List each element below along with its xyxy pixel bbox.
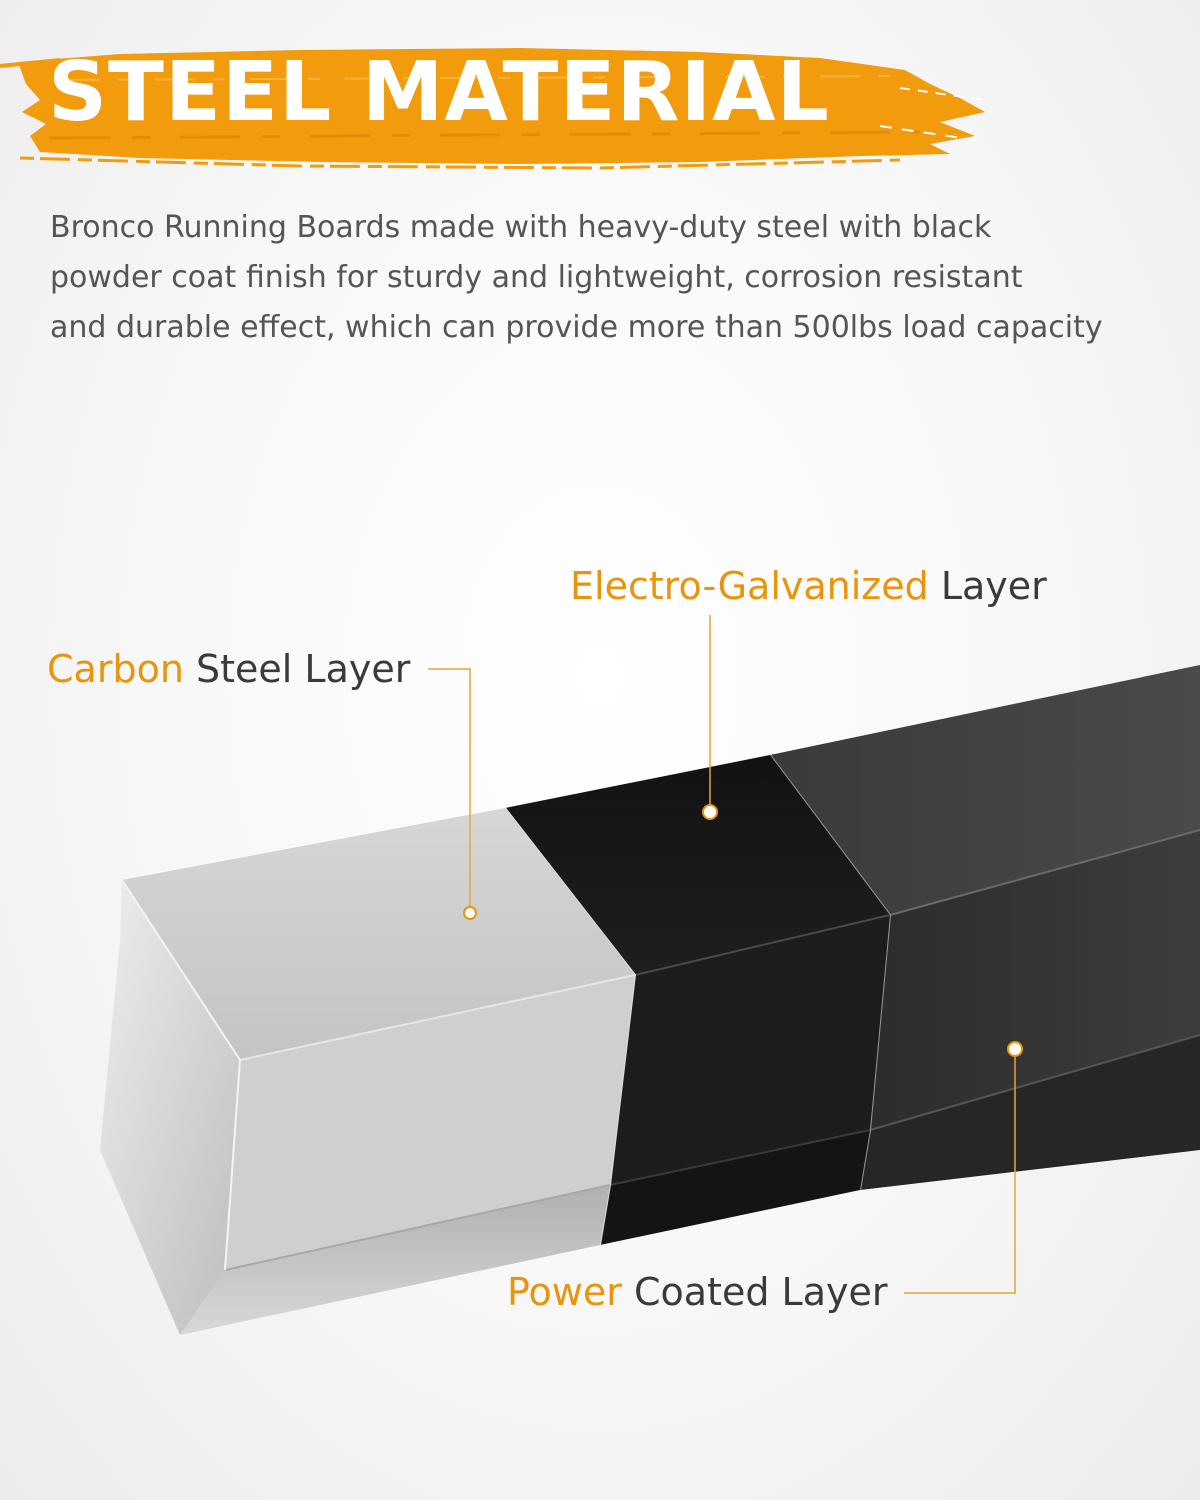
label-text: Steel Layer: [196, 647, 411, 691]
carbon-steel-layer-shape: [100, 808, 636, 1335]
power-coated-label: Power Coated Layer: [507, 1273, 887, 1311]
description-line: powder coat finish for sturdy and lightw…: [50, 260, 1023, 295]
carbon-steel-label: Carbon Steel Layer: [47, 650, 410, 688]
label-text: Layer: [940, 564, 1047, 608]
description-line: Bronco Running Boards made with heavy-du…: [50, 210, 992, 245]
description-text: Bronco Running Boards made with heavy-du…: [50, 203, 1160, 353]
page-title: STEEL MATERIAL: [48, 45, 830, 140]
callout-carbon: [428, 668, 477, 920]
label-highlight: Carbon: [47, 647, 184, 691]
description-line: and durable effect, which can provide mo…: [50, 310, 1103, 345]
brush-banner: [0, 48, 986, 170]
power-coated-layer-shape: [769, 665, 1200, 1191]
galvanized-layer-shape: [504, 755, 891, 1246]
label-highlight: Electro-Galvanized: [570, 564, 929, 608]
callout-coated: [904, 1041, 1023, 1294]
galvanized-layer-label: Electro-Galvanized Layer: [570, 567, 1047, 605]
label-text: Coated Layer: [633, 1270, 888, 1314]
callout-galvanized: [702, 615, 718, 820]
label-highlight: Power: [507, 1270, 622, 1314]
